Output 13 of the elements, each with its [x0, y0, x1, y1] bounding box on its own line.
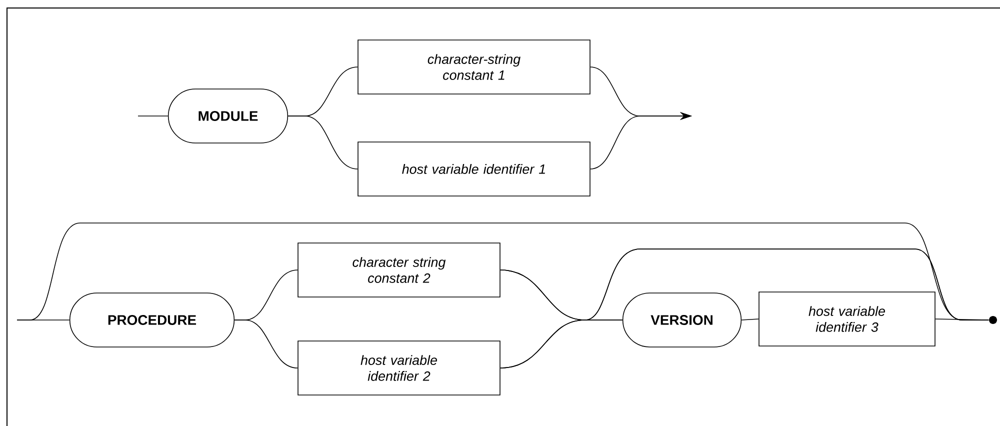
syntax-path	[234, 320, 298, 368]
parameter-box: character string constant 2	[298, 242, 500, 298]
parameter-box: host variable identifier 2	[298, 340, 500, 396]
syntax-path	[288, 116, 358, 170]
keyword-pill: PROCEDURE	[69, 292, 235, 348]
syntax-path	[741, 318, 759, 320]
keyword-pill: MODULE	[168, 88, 288, 144]
parameter-box: host variable identifier 1	[358, 142, 590, 196]
end-dot	[989, 316, 997, 324]
syntax-path	[16, 222, 989, 320]
keyword-pill: VERSION	[622, 292, 742, 348]
parameter-box: character-string constant 1	[358, 40, 590, 94]
parameter-box: host variable identifier 3	[758, 292, 936, 346]
